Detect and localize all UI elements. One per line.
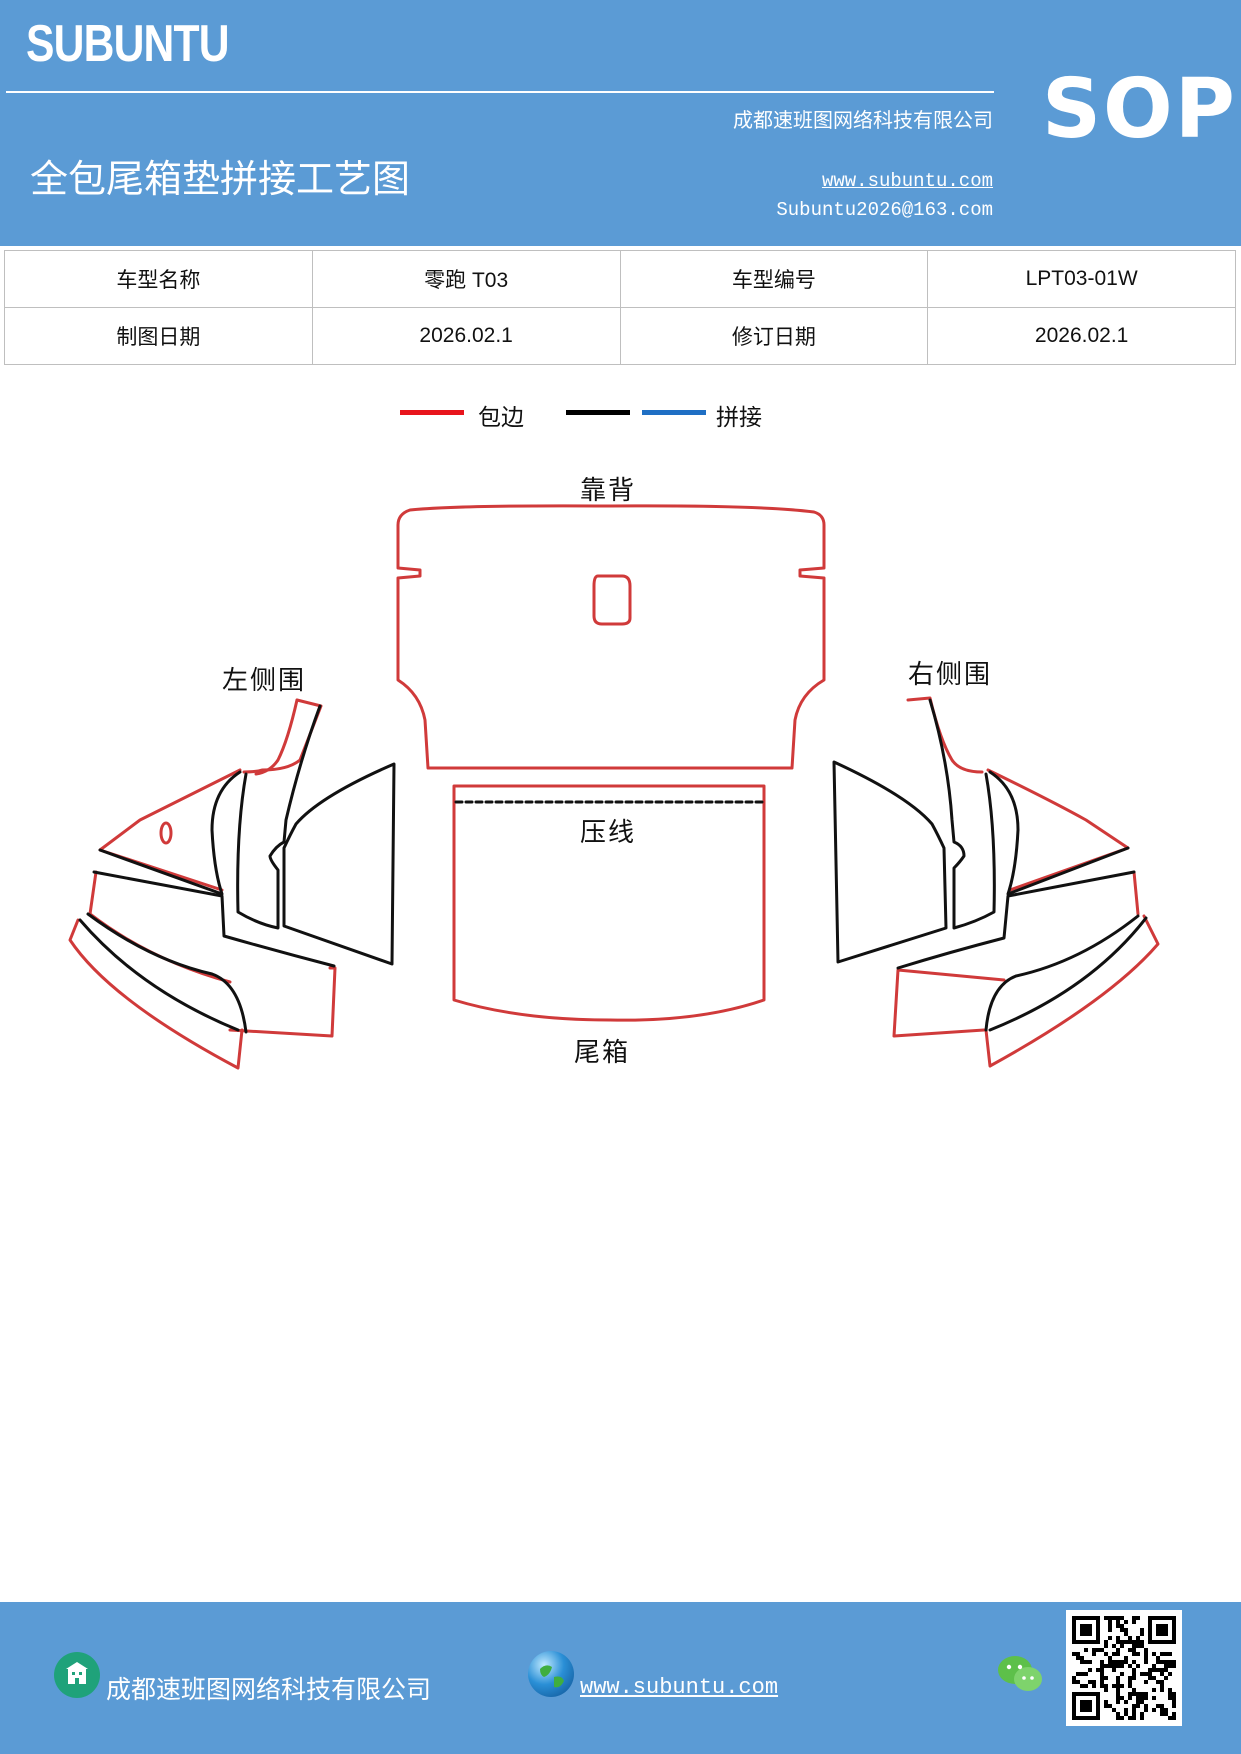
left-middle-panel-edge — [88, 870, 337, 1038]
brand-logo: SUBUNTU — [26, 15, 230, 73]
qr-code[interactable] — [1066, 1610, 1182, 1726]
left-lower-seam — [78, 918, 240, 1032]
company-name: 成都速班图网络科技有限公司 — [733, 108, 993, 132]
backrest-handle — [592, 574, 632, 626]
wechat-icon — [996, 1652, 1044, 1696]
right-curve-seam — [984, 914, 1140, 1032]
right-middle-seam — [896, 870, 1136, 970]
sop-badge: SOP — [1042, 62, 1237, 157]
left-top-edge2 — [254, 698, 299, 776]
legend-swatch-black — [566, 410, 630, 415]
backrest-outline — [396, 504, 826, 770]
right-upper-wedge-edge — [986, 768, 1130, 892]
legend-label-seam: 拼接 — [716, 405, 762, 431]
footer-company-name: 成都速班图网络科技有限公司 — [106, 1675, 432, 1704]
right-lower-seam — [988, 916, 1148, 1032]
trunk-label: 尾箱 — [574, 1038, 631, 1068]
right-trapezoid — [832, 760, 948, 964]
mat-diagram — [68, 504, 1160, 1070]
left-curve-seam — [86, 912, 248, 1034]
legend-swatch-edge — [400, 410, 464, 415]
model-code-value: LPT03-01W — [927, 250, 1236, 308]
vehicle-info-table: 车型名称 零跑 T03 车型编号 LPT03-01W 制图日期 2026.02.… — [4, 250, 1236, 365]
left-side-label: 左侧围 — [222, 666, 307, 696]
right-lower-panel-edge — [984, 914, 1160, 1068]
header-divider — [6, 91, 994, 93]
globe-icon — [528, 1651, 574, 1697]
press-line-label: 压线 — [580, 818, 637, 848]
left-wedge-hole — [159, 821, 173, 845]
left-top-edge — [242, 698, 323, 774]
building-icon — [54, 1652, 100, 1698]
model-code-label: 车型编号 — [619, 250, 929, 308]
right-side-label: 右侧围 — [908, 660, 993, 690]
left-trapezoid — [282, 762, 396, 966]
trunk-outline — [452, 784, 766, 1022]
model-name-label: 车型名称 — [4, 250, 313, 308]
footer-website-link[interactable]: www.subuntu.com — [580, 1675, 779, 1700]
left-wedge-seam — [98, 770, 242, 896]
left-lower-panel-edge — [68, 918, 244, 1070]
right-middle-panel-edge — [892, 870, 1140, 1038]
draw-date-label: 制图日期 — [4, 307, 313, 365]
table-row: 制图日期 2026.02.1 修订日期 2026.02.1 — [4, 307, 1236, 365]
legend-label-edge: 包边 — [478, 405, 524, 431]
left-upper-wedge-edge — [98, 768, 242, 892]
revision-date-label: 修订日期 — [619, 307, 929, 365]
legend-swatch-seam — [642, 410, 706, 415]
email-address[interactable]: Subuntu2026@163.com — [776, 199, 993, 221]
header-banner — [0, 0, 1241, 246]
draw-date-value: 2026.02.1 — [311, 307, 621, 365]
table-row: 车型名称 零跑 T03 车型编号 LPT03-01W — [4, 250, 1236, 308]
left-inner-strip — [236, 704, 322, 930]
right-inner-strip — [928, 698, 996, 930]
revision-date-value: 2026.02.1 — [927, 307, 1236, 365]
document-title: 全包尾箱垫拼接工艺图 — [30, 157, 411, 201]
backrest-label: 靠背 — [580, 476, 637, 506]
left-middle-seam — [92, 870, 336, 968]
legend: 包边 拼接 — [400, 400, 840, 440]
right-wedge-seam — [988, 770, 1130, 896]
website-link[interactable]: www.subuntu.com — [821, 170, 993, 192]
model-name-value: 零跑 T03 — [311, 250, 621, 308]
